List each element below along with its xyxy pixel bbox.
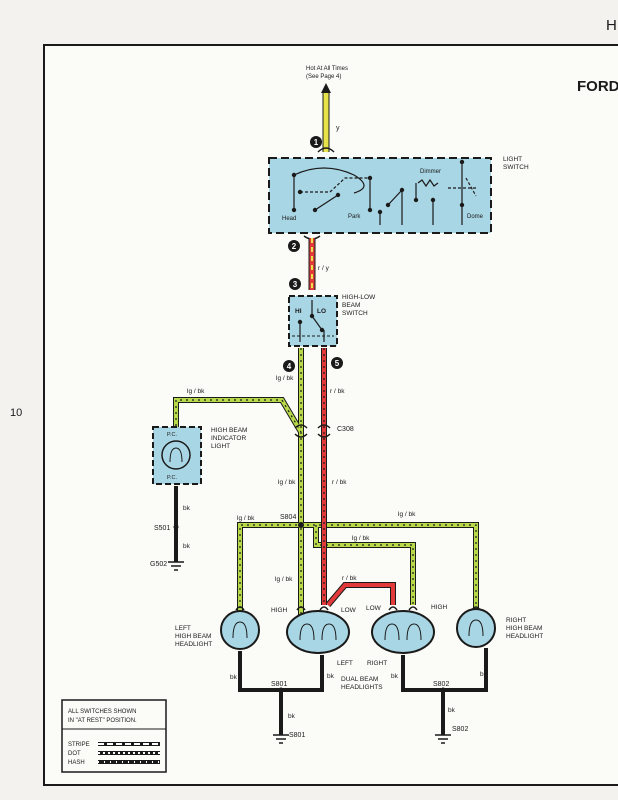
left-dual-high-wire-label: lg / bk (275, 576, 293, 583)
light-switch-park-label: Park (348, 214, 361, 220)
power-arrow-icon (321, 83, 331, 93)
left-high-beam-title-line2: HIGH BEAM (175, 633, 211, 640)
legend-dot-label: DOT (68, 751, 81, 757)
left-splice-wire-label: lg / bk (237, 515, 255, 522)
lo-terminal-label: LO (317, 308, 326, 315)
right-dual-beam-headlight (371, 606, 435, 654)
s801-ground-label: S801 (289, 732, 305, 739)
light-switch-head-label: Head (282, 216, 296, 222)
source-label-line1: Hot At All Times (306, 66, 348, 72)
hi-output-wire-label: lg / bk (276, 375, 294, 382)
left-dual-high-label: HIGH (271, 607, 288, 614)
light-switch-dome-label: Dome (467, 214, 484, 220)
s501-label: S501 (154, 525, 170, 532)
s804-splice (298, 522, 304, 528)
switch-input-connector (317, 147, 335, 153)
left-high-ground-wire-label: bk (230, 674, 238, 681)
high-beam-indicator-light: P.C. P.C. (152, 426, 202, 485)
s802-splice-label: S802 (433, 681, 449, 688)
left-high-beam-title-line3: HEADLIGHT (175, 641, 212, 648)
right-dual-high-wire-label: lg / bk (352, 535, 370, 542)
callout-4: 4 (283, 360, 295, 372)
light-switch-dimmer-label: Dimmer (420, 169, 441, 175)
legend-note-line1: ALL SWITCHES SHOWN (68, 709, 136, 715)
indicator-pc-bottom: P.C. (167, 475, 177, 481)
right-high-beam-title-line2: HIGH BEAM (506, 625, 542, 632)
corner-mark: H (606, 17, 617, 34)
yellow-wire-label: y (336, 125, 340, 132)
s804-label: S804 (280, 514, 296, 521)
callout-1: 1 (310, 136, 322, 148)
right-dual-low-wire-label: r / bk (342, 575, 357, 582)
callout-2: 2 (288, 240, 300, 252)
s801-ground-wire-label: bk (288, 713, 296, 720)
dual-beam-title-line1: DUAL BEAM (341, 676, 378, 683)
callout-3: 3 (289, 278, 301, 290)
indicator-ground-wire-label-2: bk (183, 543, 191, 550)
svg-text:2: 2 (292, 242, 297, 251)
s801-splice-label: S801 (271, 681, 287, 688)
g502-label: G502 (150, 561, 167, 568)
indicator-feed-wire-label: lg / bk (187, 388, 205, 395)
left-high-beam-title-line1: LEFT (175, 625, 191, 632)
page-number: 10 (10, 407, 22, 419)
indicator-pc-top: P.C. (167, 432, 177, 438)
c308-connector (294, 424, 331, 438)
right-dual-high-label: HIGH (431, 604, 448, 611)
svg-text:3: 3 (293, 280, 298, 289)
legend-stripe-label: STRIPE (68, 742, 90, 748)
s802-ground-label: S802 (452, 726, 468, 733)
left-dual-beam-headlight (286, 606, 350, 654)
dual-left-label: LEFT (337, 660, 353, 667)
indicator-title-line3: LIGHT (211, 443, 230, 450)
indicator-ground-circuit (168, 486, 184, 571)
light-switch: Head Park Dimmer Dome (268, 157, 492, 234)
brand-label: FORD (577, 78, 618, 95)
indicator-title-line2: INDICATOR (211, 435, 246, 442)
dimmer-switch-title-line3: SWITCH (342, 310, 368, 317)
left-high-beam-headlight (220, 606, 260, 650)
dual-right-label: RIGHT (367, 660, 387, 667)
svg-text:1: 1 (314, 138, 319, 147)
light-switch-title-line1: LIGHT (503, 156, 522, 163)
headlamp-ground-circuits (238, 648, 488, 744)
lo-output-wire-label: r / bk (330, 388, 345, 395)
legend-hash-label: HASH (68, 760, 85, 766)
ry-wire-label: r / y (318, 265, 330, 272)
right-high-beam-title-line1: RIGHT (506, 617, 526, 624)
svg-text:5: 5 (335, 359, 340, 368)
hi-terminal-label: HI (295, 308, 302, 315)
right-high-ground-wire-label: bk (480, 671, 488, 678)
right-high-beam-title-line3: HEADLIGHT (506, 633, 543, 640)
low-beam-feed-wire-label: r / bk (332, 479, 347, 486)
high-beam-feed-wire-label: lg / bk (278, 479, 296, 486)
indicator-ground-wire-label-1: bk (183, 505, 191, 512)
s802-ground-wire-label: bk (448, 707, 456, 714)
right-high-beam-headlight (456, 606, 496, 648)
r-bk-wires (321, 348, 396, 607)
right-splice-wire-label: lg / bk (398, 511, 416, 518)
right-dual-low-label: LOW (366, 605, 382, 612)
legend-box: ALL SWITCHES SHOWN IN "AT REST" POSITION… (61, 699, 167, 773)
right-dual-ground-wire-label: bk (391, 673, 399, 680)
left-dual-ground-wire-label: bk (327, 673, 335, 680)
dimmer-switch-title-line1: HIGH-LOW (342, 294, 376, 301)
legend-note-line2: IN "AT REST" POSITION. (68, 718, 137, 724)
source-label-line2: (See Page 4) (306, 74, 341, 80)
high-low-beam-switch: HI LO (288, 295, 338, 347)
c308-label: C308 (337, 426, 354, 433)
indicator-title-line1: HIGH BEAM (211, 427, 247, 434)
left-dual-low-label: LOW (341, 607, 357, 614)
light-switch-title-line2: SWITCH (503, 164, 529, 171)
dual-beam-title-line2: HEADLIGHTS (341, 684, 383, 691)
callout-5: 5 (331, 357, 343, 369)
svg-text:4: 4 (287, 362, 292, 371)
dimmer-switch-title-line2: BEAM (342, 302, 360, 309)
